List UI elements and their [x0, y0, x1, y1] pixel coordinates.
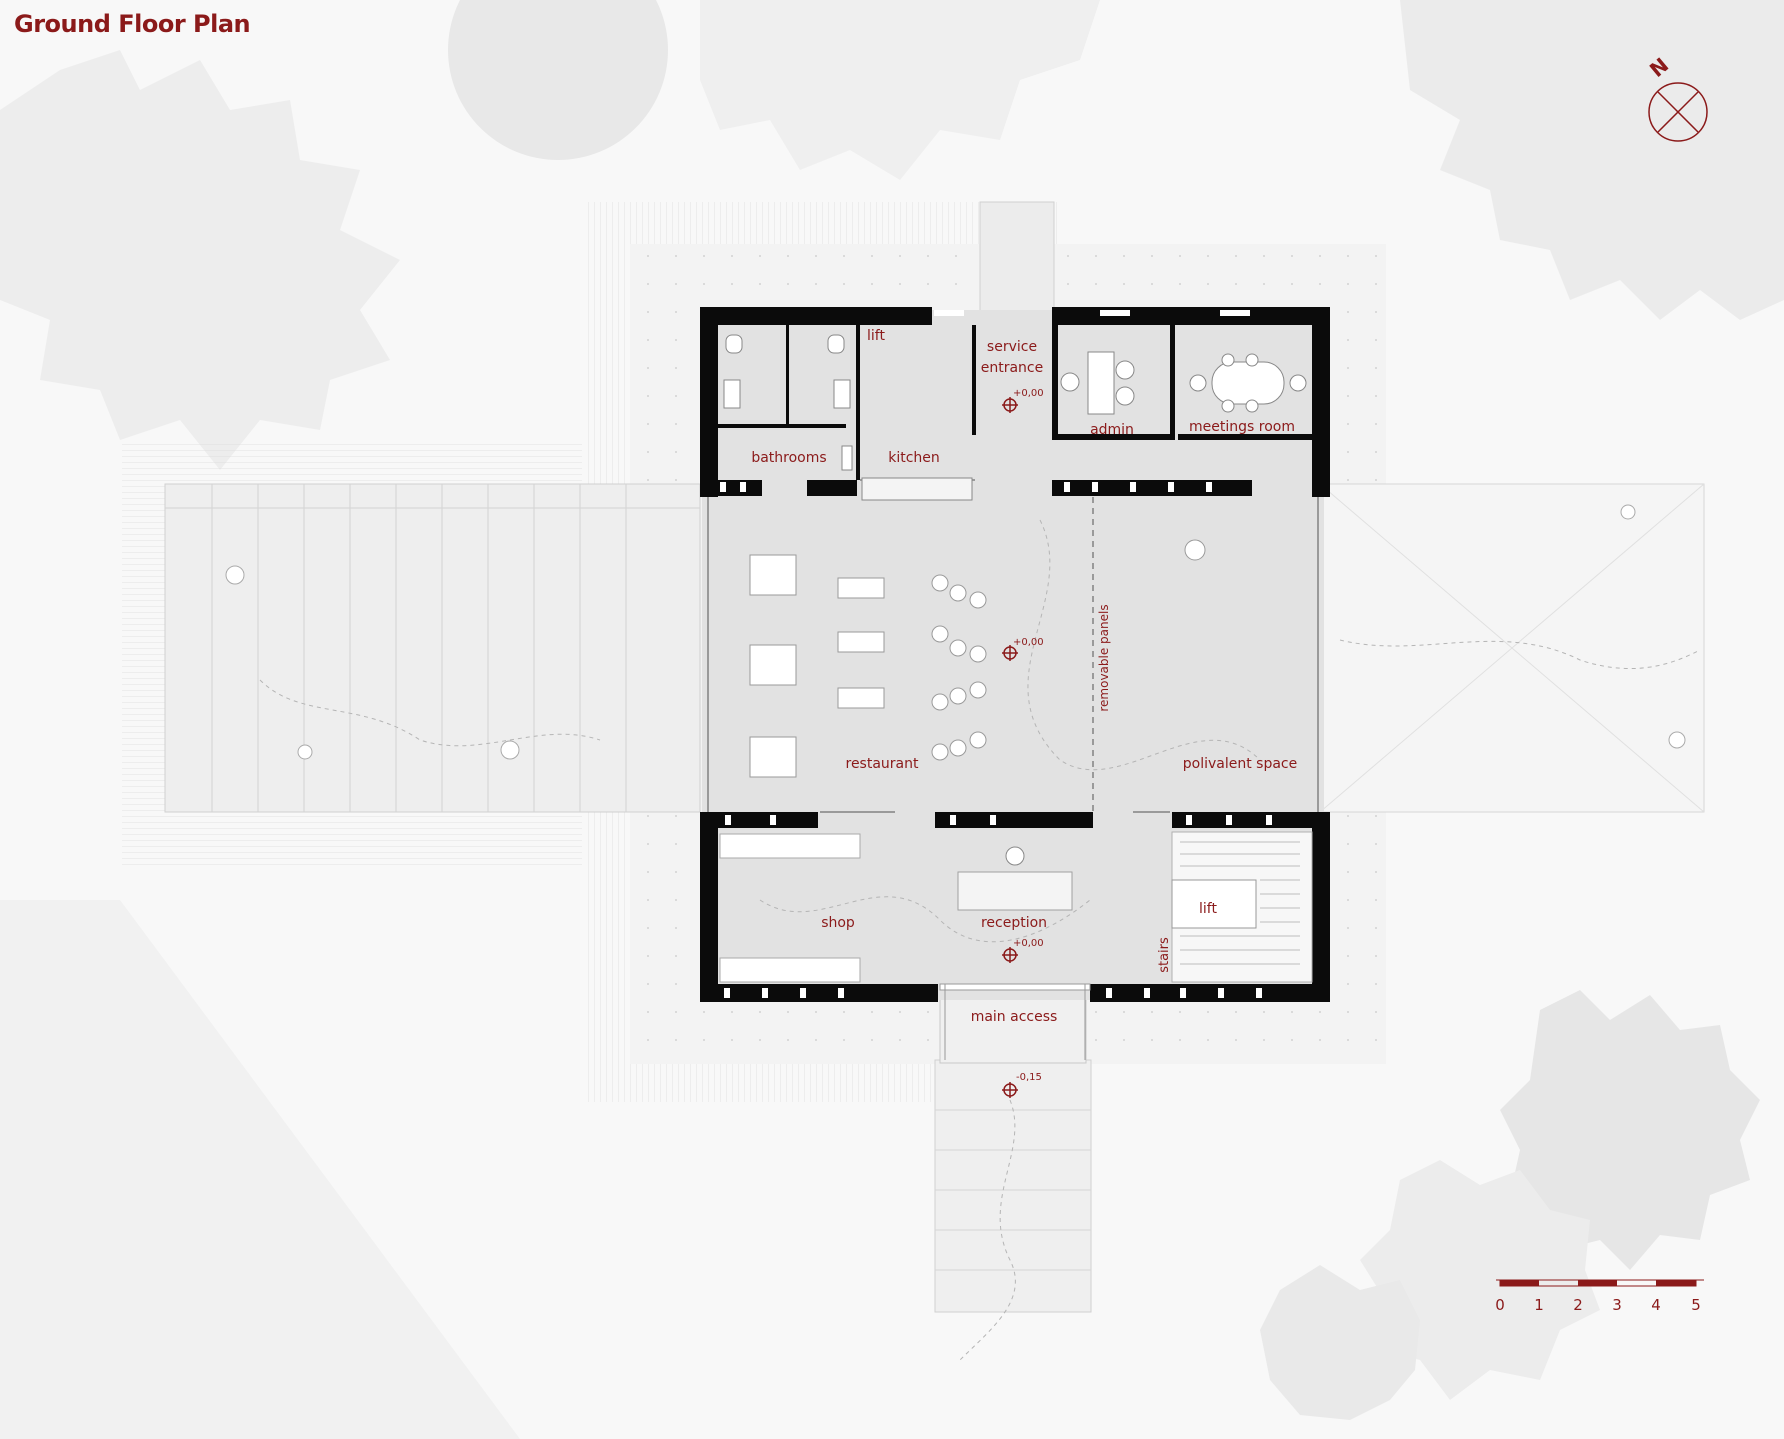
scale-label: 2 [1573, 1296, 1583, 1314]
scale-label: 3 [1612, 1296, 1622, 1314]
label-bathrooms: bathrooms [751, 450, 826, 466]
label-kitchen: kitchen [888, 450, 940, 466]
label-admin: admin [1090, 422, 1134, 438]
label-stairs: stairs [1157, 937, 1172, 973]
building [225, 307, 1701, 1361]
label-restaurant: restaurant [846, 756, 920, 772]
tree-canopy [1400, 0, 1784, 320]
level-reception: +0,00 [1013, 938, 1044, 949]
level-labels: +0,00 +0,00 +0,00 -0,15 [1013, 388, 1044, 1083]
tree-canopy [0, 50, 400, 470]
label-removable-panels: removable panels [1097, 604, 1111, 711]
label-reception: reception [981, 915, 1047, 931]
level-service: +0,00 [1013, 388, 1044, 399]
page-title: Ground Floor Plan [14, 10, 251, 38]
scale-label: 4 [1651, 1296, 1661, 1314]
scale-bar: 0 1 2 3 4 5 [1495, 1279, 1704, 1314]
tree-canopy [1500, 990, 1760, 1270]
tree-canopy [448, 0, 668, 160]
level-marker-icon [1002, 1082, 1018, 1098]
level-center: +0,00 [1013, 637, 1044, 648]
scale-label: 5 [1691, 1296, 1701, 1314]
label-service-entrance: entrance [981, 360, 1044, 376]
level-outside: -0,15 [1016, 1072, 1042, 1083]
level-marker-icon [1002, 645, 1018, 661]
scale-label: 0 [1495, 1296, 1505, 1314]
terrain-shade [0, 900, 520, 1439]
label-main-access: main access [971, 1009, 1058, 1025]
level-markers [1002, 397, 1018, 1098]
label-lift-bottom: lift [1199, 901, 1217, 917]
level-marker-icon [1002, 947, 1018, 963]
scale-label: 1 [1534, 1296, 1544, 1314]
room-labels: lift service entrance bathrooms kitchen … [751, 328, 1297, 1025]
tree-canopy [1360, 1160, 1600, 1400]
label-service-entrance: service [987, 339, 1037, 355]
label-shop: shop [821, 915, 855, 931]
label-polivalent-space: polivalent space [1183, 756, 1297, 772]
tree-canopy [1260, 1265, 1420, 1420]
label-meetings-room: meetings room [1189, 419, 1295, 435]
tree-canopy [700, 0, 1100, 180]
level-marker-icon [1002, 397, 1018, 413]
label-lift-top: lift [867, 328, 885, 344]
